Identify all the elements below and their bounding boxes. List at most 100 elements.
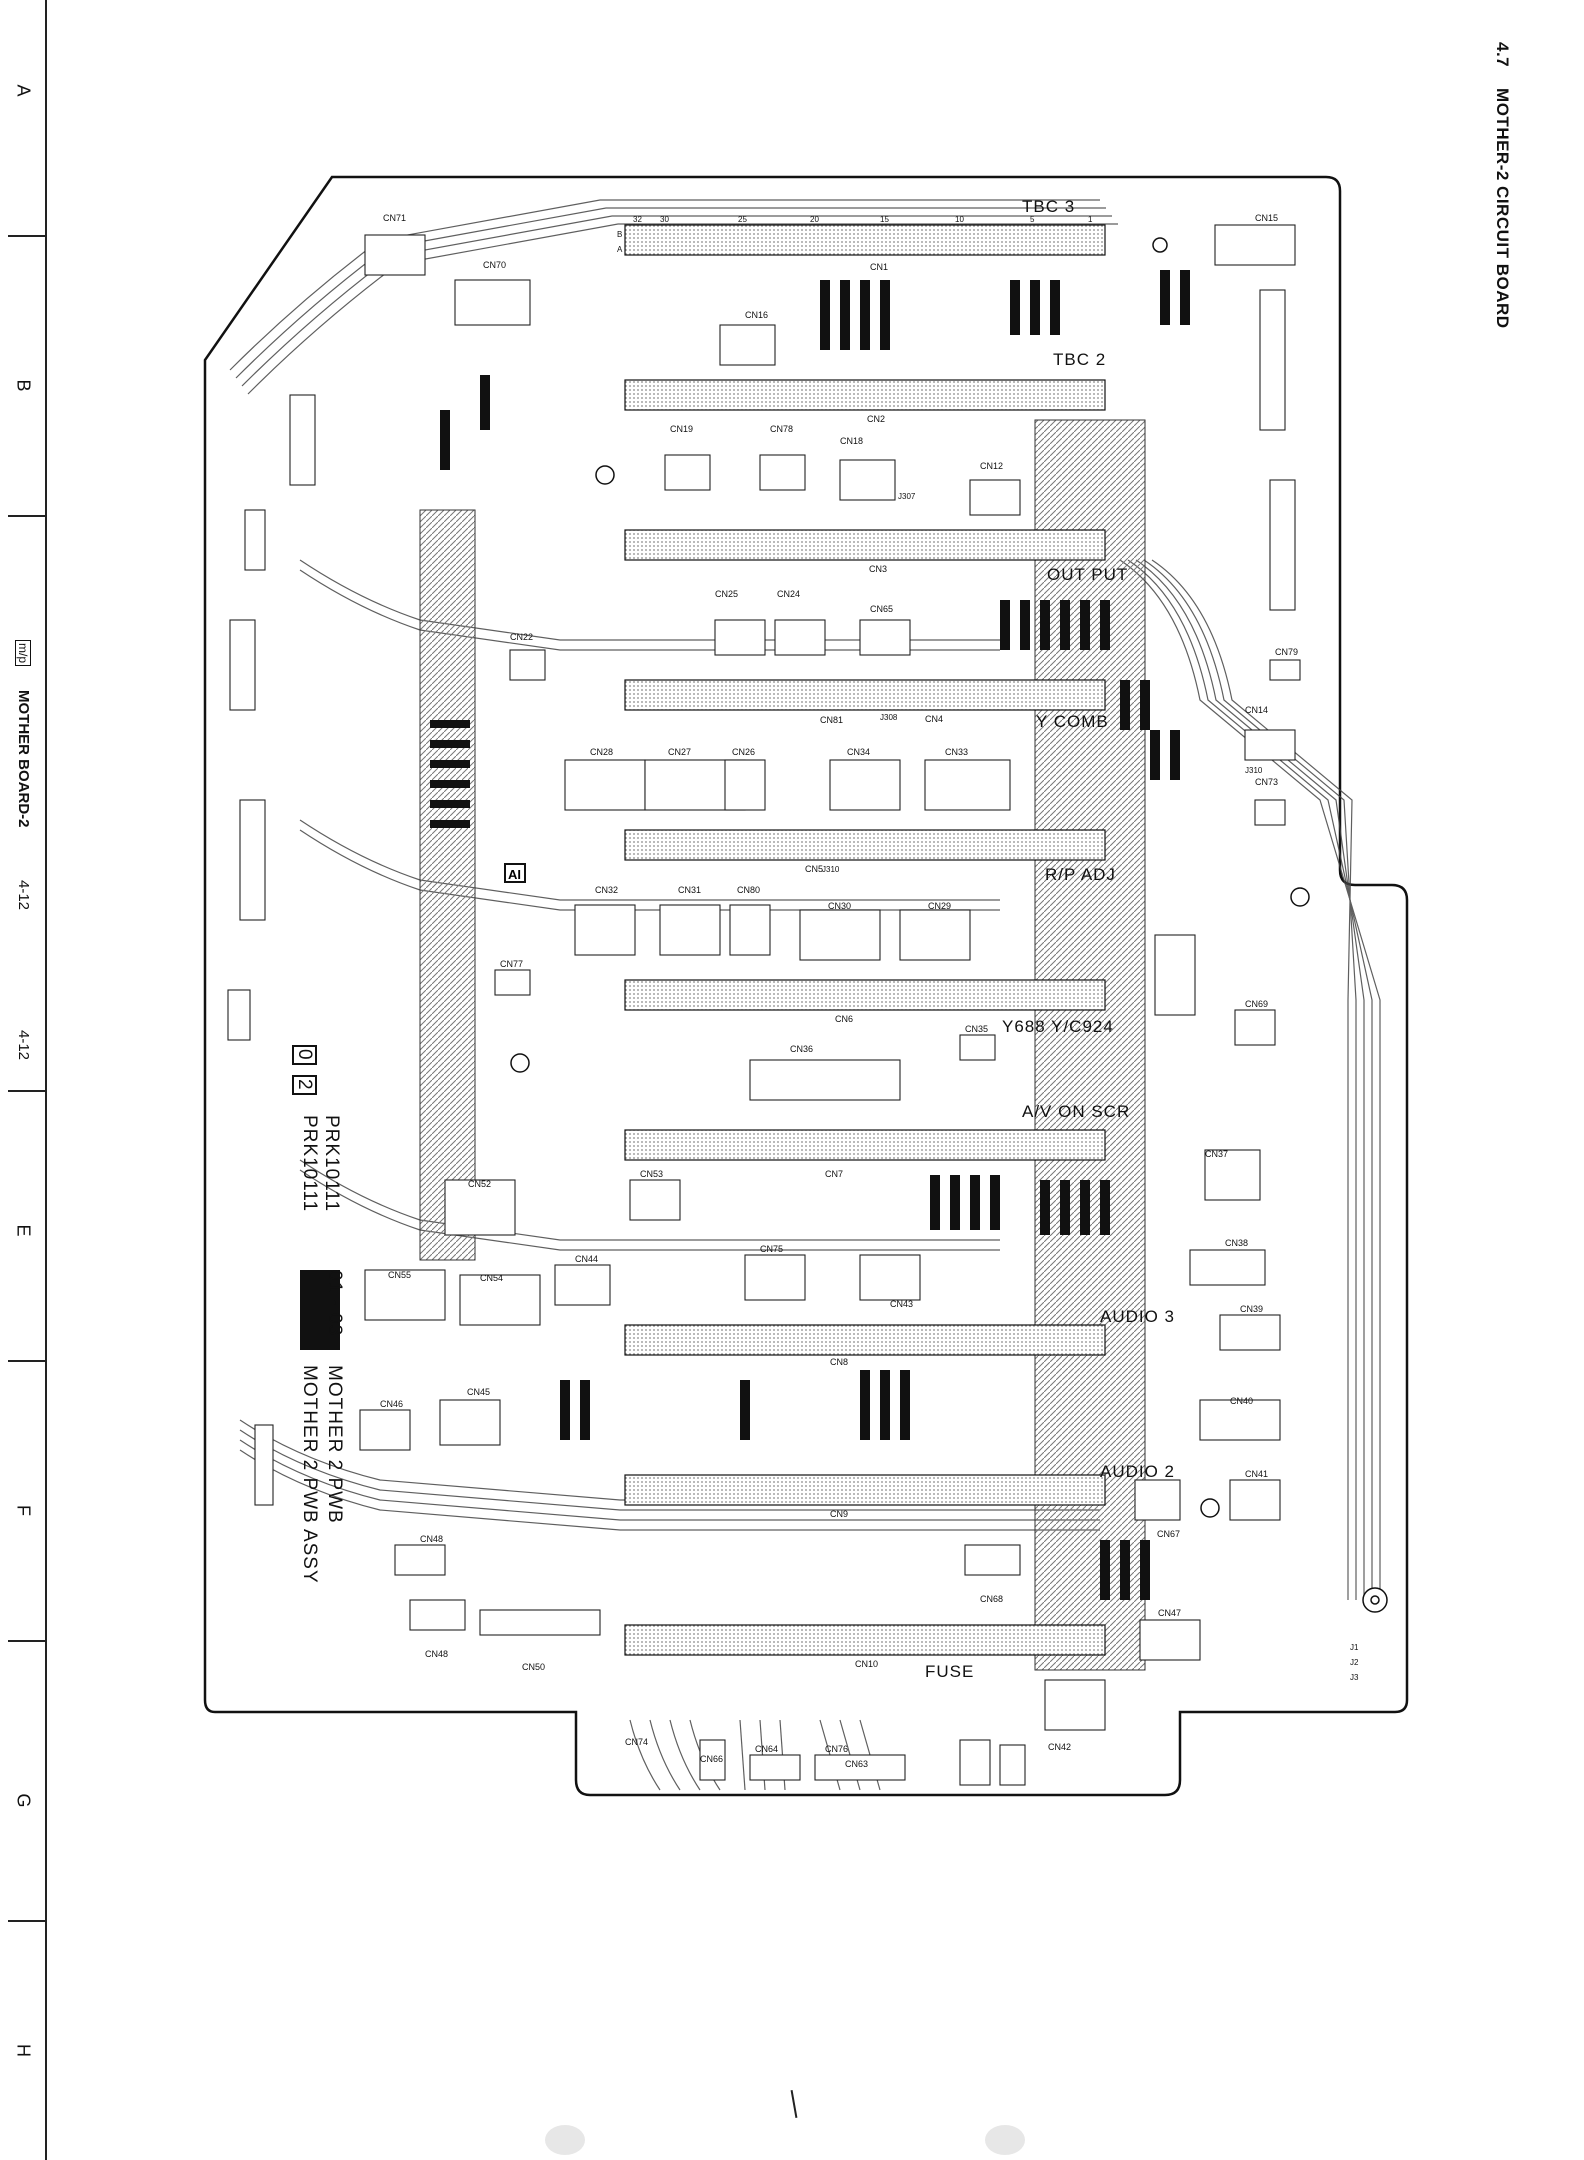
connector-label: CN48 bbox=[425, 1649, 448, 1659]
connector-label: CN77 bbox=[500, 959, 523, 969]
connector-pin-scale: 32 30 25 20 15 10 5 1 B A bbox=[617, 215, 1093, 254]
jumper-label: J2 bbox=[1350, 1658, 1359, 1667]
code-digit: 2 bbox=[292, 1075, 317, 1095]
connector-label: CN35 bbox=[965, 1024, 988, 1034]
connector-label: CN25 bbox=[715, 589, 738, 599]
pin-number: 32 bbox=[633, 215, 642, 224]
label-audio2: AUDIO 2 bbox=[1100, 1462, 1175, 1481]
connector-label: CN4 bbox=[925, 714, 943, 724]
connector-label: CN69 bbox=[1245, 999, 1268, 1009]
connector-label: CN73 bbox=[1255, 777, 1278, 787]
connector-label: CN53 bbox=[640, 1169, 663, 1179]
connector-label: CN8 bbox=[830, 1357, 848, 1367]
connector-label: CN26 bbox=[732, 747, 755, 757]
code-digit: 0 bbox=[292, 1045, 317, 1065]
zone-ruler-line bbox=[45, 0, 47, 2160]
label-tbc2: TBC 2 bbox=[1053, 350, 1106, 369]
zone-divider bbox=[8, 515, 45, 517]
pin-number: 15 bbox=[880, 215, 889, 224]
connector-label: CN74 bbox=[625, 1737, 648, 1747]
connector-label: CN5 bbox=[805, 864, 823, 874]
connector-label: CN19 bbox=[670, 424, 693, 434]
connector-label: CN80 bbox=[737, 885, 760, 895]
connector-label: CN33 bbox=[945, 747, 968, 757]
connector-label: CN68 bbox=[980, 1594, 1003, 1604]
connector-label: CN3 bbox=[869, 564, 887, 574]
scan-artifact bbox=[985, 2125, 1025, 2155]
pin-row-label: A bbox=[617, 245, 623, 254]
part-number-2: PRK10111 bbox=[299, 1115, 320, 1213]
connector-label: CN81 bbox=[820, 715, 843, 725]
id-block bbox=[300, 1270, 340, 1350]
pin-number: 5 bbox=[1030, 215, 1035, 224]
jumper-label: J310 bbox=[822, 865, 840, 874]
connector-label: CN48 bbox=[420, 1534, 443, 1544]
connector-label: CN27 bbox=[668, 747, 691, 757]
connector-label: CN54 bbox=[480, 1273, 503, 1283]
connector-label: CN12 bbox=[980, 461, 1003, 471]
connector-label: CN71 bbox=[383, 213, 406, 223]
jumper-label: J310 bbox=[1245, 766, 1263, 775]
connector-label: CN36 bbox=[790, 1044, 813, 1054]
connector-label: CN6 bbox=[835, 1014, 853, 1024]
board-name: MOTHER 2 PWB bbox=[324, 1365, 345, 1524]
label-rp-adj: R/P ADJ bbox=[1045, 865, 1116, 884]
label-y688: Y688 Y/C924 bbox=[1002, 1017, 1114, 1036]
board-code: 0 bbox=[292, 1045, 317, 1065]
connector-label: CN55 bbox=[388, 1270, 411, 1280]
connector-label: CN31 bbox=[678, 885, 701, 895]
jumper-label: J1 bbox=[1350, 1643, 1359, 1652]
connector-label: CN24 bbox=[777, 589, 800, 599]
connector-label: CN76 bbox=[825, 1744, 848, 1754]
connector-label: CN44 bbox=[575, 1254, 598, 1264]
connector-label: CN39 bbox=[1240, 1304, 1263, 1314]
connector-label: CN22 bbox=[510, 632, 533, 642]
connector-label: CN52 bbox=[468, 1179, 491, 1189]
connector-label: CN34 bbox=[847, 747, 870, 757]
connector-label: CN32 bbox=[595, 885, 618, 895]
connector-label: CN15 bbox=[1255, 213, 1278, 223]
label-tbc3: TBC 3 bbox=[1022, 197, 1075, 216]
connector-label: CN45 bbox=[467, 1387, 490, 1397]
connector-label: CN16 bbox=[745, 310, 768, 320]
label-output: OUT PUT bbox=[1047, 565, 1128, 584]
pin-number: 1 bbox=[1088, 215, 1093, 224]
revision: 01 - 03 bbox=[324, 1270, 345, 1337]
connector-label: CN67 bbox=[1157, 1529, 1180, 1539]
connector-label: CN10 bbox=[855, 1659, 878, 1669]
zone-divider bbox=[8, 1360, 45, 1362]
ai-marker: AI bbox=[508, 867, 521, 882]
connector-label: CN9 bbox=[830, 1509, 848, 1519]
connector-label: CN42 bbox=[1048, 1742, 1071, 1752]
jumper-label: J308 bbox=[880, 713, 898, 722]
mounting-holes bbox=[510, 237, 1388, 1613]
pin-number: 10 bbox=[955, 215, 964, 224]
connector-label: CN75 bbox=[760, 1244, 783, 1254]
pin-number: 25 bbox=[738, 215, 747, 224]
connector-label: CN29 bbox=[928, 901, 951, 911]
connector-label: CN28 bbox=[590, 747, 613, 757]
connector-label: CN79 bbox=[1275, 647, 1298, 657]
label-audio3: AUDIO 3 bbox=[1100, 1307, 1175, 1326]
label-fuse: FUSE bbox=[925, 1662, 974, 1681]
connector-labels: CN71 CN70 CN15 CN1 CN16 CN2 CN19 CN78 CN… bbox=[380, 213, 1298, 1769]
board-assy-name: MOTHER 2 PWB ASSY bbox=[299, 1365, 320, 1584]
connector-label: CN43 bbox=[890, 1299, 913, 1309]
edge-connector-rows bbox=[624, 224, 1106, 1656]
connector-label: CN40 bbox=[1230, 1396, 1253, 1406]
jumper-labels: J307 J308 J310 J310 J1 J2 J3 bbox=[822, 492, 1359, 1682]
jumper-label: J307 bbox=[898, 492, 916, 501]
connector-label: CN38 bbox=[1225, 1238, 1248, 1248]
connector-label: CN66 bbox=[700, 1754, 723, 1764]
pin-row-label: B bbox=[617, 230, 622, 239]
connector-label: CN30 bbox=[828, 901, 851, 911]
connector-label: CN18 bbox=[840, 436, 863, 446]
jumper-label: J3 bbox=[1350, 1673, 1359, 1682]
label-y-comb: Y COMB bbox=[1036, 712, 1109, 731]
component-blocks bbox=[430, 270, 1190, 1600]
connector-label: CN47 bbox=[1158, 1608, 1181, 1618]
zone-divider bbox=[8, 1090, 45, 1092]
pin-number: 20 bbox=[810, 215, 819, 224]
